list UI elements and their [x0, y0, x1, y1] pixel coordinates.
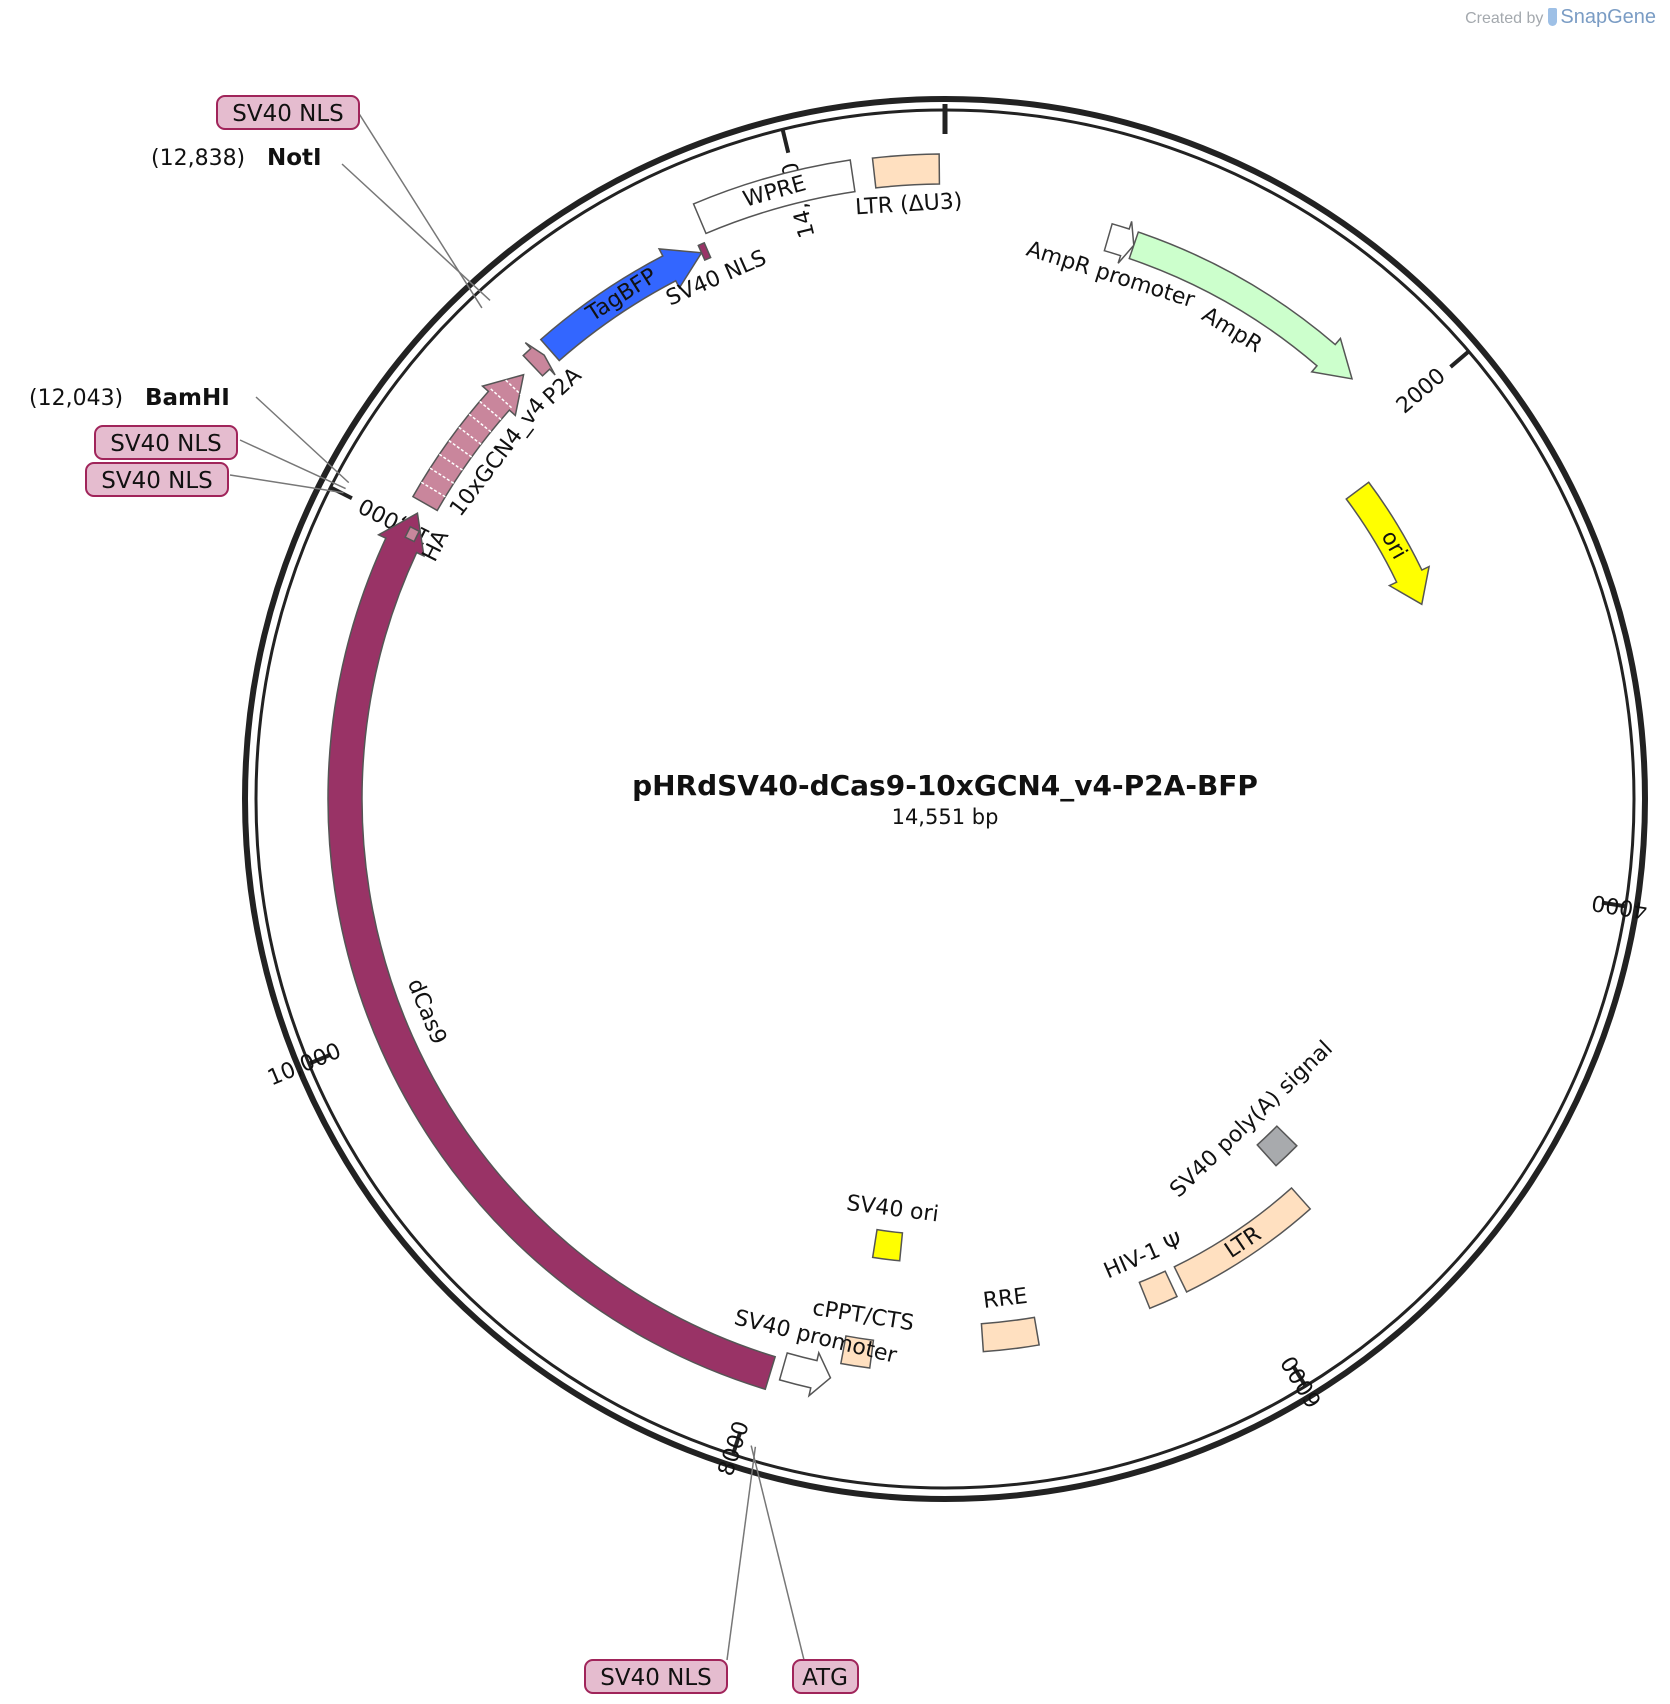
callout-lines	[229, 111, 805, 1661]
feature-sv40-promoter[interactable]	[778, 1350, 832, 1398]
feature-label: HIV-1 Ψ	[1100, 1228, 1186, 1284]
plasmid-length: 14,551 bp	[892, 805, 999, 829]
tick-label: 2000	[1392, 364, 1451, 419]
feature-label: RRE	[982, 1284, 1029, 1314]
tick-mark	[1601, 900, 1626, 909]
callout-leader	[726, 1446, 757, 1661]
feature-shape	[522, 342, 556, 377]
callouts: SV40 NLS (12,838) NotI (12,043) BamHI SV…	[29, 95, 859, 1694]
feature-label: SV40 ori	[845, 1191, 940, 1228]
feature-shape	[871, 1228, 904, 1262]
feature-shape	[871, 153, 941, 189]
feature-hiv-1[interactable]	[1138, 1270, 1179, 1310]
feature-ampr[interactable]	[1128, 231, 1354, 380]
callout-leader	[229, 474, 344, 494]
credit-brand: SnapGene	[1560, 6, 1656, 28]
callout-leader	[239, 439, 346, 490]
callout-sv40-nls-bottom[interactable]: SV40 NLS	[584, 1659, 728, 1694]
feature-shape	[1173, 1186, 1312, 1293]
tick-mark	[1449, 349, 1471, 369]
feature-shape	[327, 512, 777, 1391]
feature-sv40-ori[interactable]	[871, 1228, 904, 1262]
callout-bamhi[interactable]: (12,043) BamHI	[29, 385, 230, 411]
credit-prefix: Created by	[1465, 10, 1544, 27]
callout-sv40-nls-mid1[interactable]: SV40 NLS	[94, 425, 238, 460]
feature-label: LTR (ΔU3)	[854, 189, 963, 220]
site-name: BamHI	[145, 385, 230, 411]
feature-shape	[1256, 1125, 1298, 1167]
callout-badge	[584, 1659, 728, 1694]
callout-badge	[94, 425, 238, 460]
callout-label: SV40 NLS	[110, 431, 222, 457]
tick-mark	[780, 128, 791, 154]
site-position: (12,838)	[151, 146, 245, 171]
backbone	[242, 96, 1648, 1502]
feature-dcas9[interactable]	[327, 512, 777, 1391]
snapgene-logo-icon	[1548, 8, 1558, 26]
feature-shape	[404, 525, 421, 543]
feature-rre[interactable]	[980, 1316, 1041, 1353]
feature-sv40-nls[interactable]	[697, 241, 712, 262]
callout-sv40-nls-top[interactable]: SV40 NLS	[216, 95, 360, 130]
features	[327, 153, 1431, 1398]
feature-ltr-u3[interactable]	[871, 153, 941, 189]
feature-shape	[1128, 231, 1354, 380]
callout-leader	[357, 111, 483, 309]
callout-atg[interactable]: ATG	[792, 1659, 859, 1694]
feature-ha[interactable]	[404, 525, 421, 543]
feature-shape	[778, 1350, 832, 1398]
plasmid-name: pHRdSV40-dCas9-10xGCN4_v4-P2A-BFP	[632, 769, 1258, 802]
feature-p2a[interactable]	[522, 342, 556, 377]
callout-leader	[255, 396, 350, 484]
feature-10xgcn4-v4[interactable]	[411, 373, 525, 512]
feature-shape	[1138, 1270, 1179, 1310]
feature-shape	[539, 247, 703, 362]
feature-tagbfp[interactable]	[539, 247, 703, 362]
feature-shape	[980, 1316, 1041, 1353]
feature-shape	[692, 159, 856, 235]
callout-label: SV40 NLS	[101, 468, 213, 494]
feature-sv40-poly-a-signal[interactable]	[1256, 1125, 1298, 1167]
callout-label: SV40 NLS	[600, 1665, 712, 1691]
callout-label: SV40 NLS	[232, 101, 344, 127]
feature-cppt-cts[interactable]	[839, 1335, 875, 1369]
feature-shape	[411, 373, 525, 512]
callout-leader	[341, 163, 491, 301]
feature-shape	[1345, 481, 1431, 606]
site-position: (12,043)	[29, 386, 123, 411]
feature-label: SV40 poly(A) signal	[1165, 1036, 1338, 1203]
tick-mark	[308, 1052, 332, 1066]
feature-ltr[interactable]	[1173, 1186, 1312, 1293]
feature-shape	[839, 1335, 875, 1369]
callout-badge	[216, 95, 360, 130]
title-block: pHRdSV40-dCas9-10xGCN4_v4-P2A-BFP 14,551…	[632, 769, 1258, 829]
callout-badge	[85, 462, 229, 497]
feature-wpre[interactable]	[692, 159, 856, 235]
callout-sv40-nls-mid2[interactable]: SV40 NLS	[85, 462, 229, 497]
backbone-outer-circle	[242, 96, 1648, 1502]
callout-label: ATG	[802, 1665, 848, 1691]
tick-mark	[1291, 1364, 1308, 1388]
callout-leader	[750, 1445, 805, 1661]
callout-badge	[792, 1659, 859, 1694]
tick-mark	[731, 1431, 743, 1456]
feature-ampr-promoter[interactable]	[1103, 221, 1135, 264]
tick-label: 6000	[1277, 1351, 1328, 1412]
callout-noti[interactable]: (12,838) NotI	[151, 145, 322, 171]
feature-shape	[697, 241, 712, 262]
feature-shape	[1103, 221, 1135, 264]
snapgene-credit[interactable]: Created by SnapGene	[1465, 6, 1656, 29]
feature-ori[interactable]	[1345, 481, 1431, 606]
site-name: NotI	[267, 145, 322, 171]
